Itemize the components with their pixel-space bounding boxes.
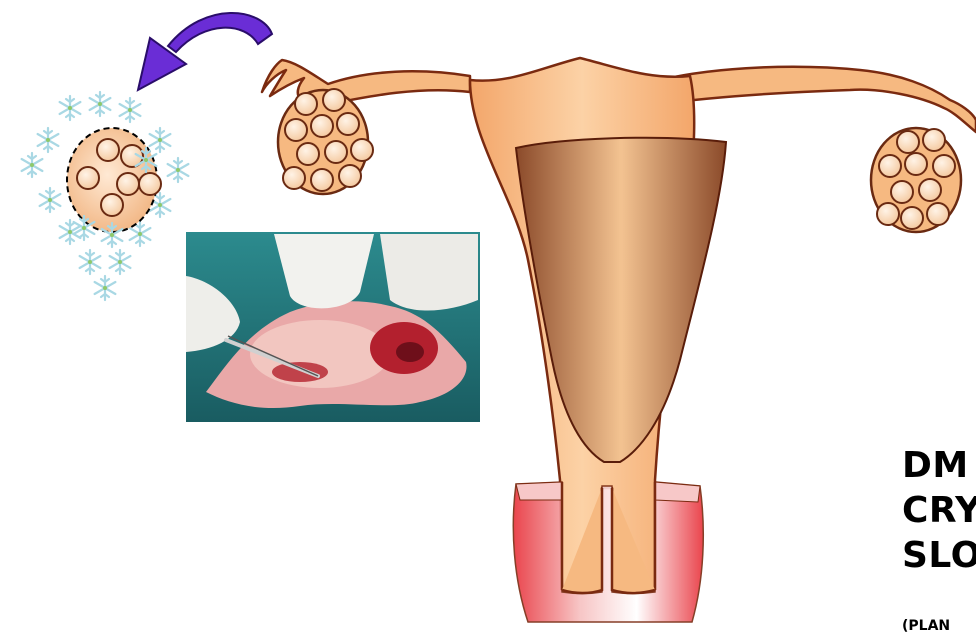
surgical-photo [186,232,480,422]
frozen-ovarian-tissue-icon [22,92,189,300]
label-line-2: CRY [902,491,976,531]
ovary-follicles-icon [278,89,373,194]
label-line-3: SLO [902,536,976,576]
curved-arrow-icon [138,13,272,90]
label-line-4: (PLAN [902,618,950,634]
ovary-follicles-icon [871,128,961,232]
label-line-1: DM [902,446,969,486]
